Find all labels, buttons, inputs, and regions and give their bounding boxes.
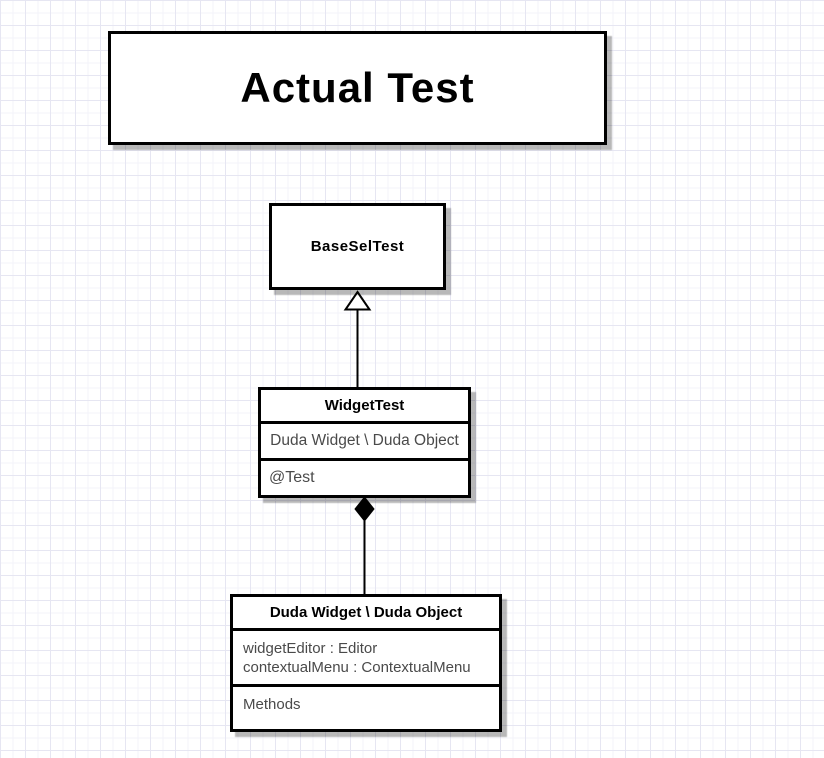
generalization-edge[interactable] <box>343 290 372 389</box>
attribute-line: contextualMenu : ContextualMenu <box>243 658 471 676</box>
class-name-label: BaseSelTest <box>310 238 405 255</box>
compartment-text: Duda Widget \ Duda Object <box>270 432 459 449</box>
attribute-line: widgetEditor : Editor <box>243 639 378 657</box>
compartment-reference[interactable]: Duda Widget \ Duda Object <box>261 421 468 458</box>
composition-edge[interactable] <box>354 496 375 596</box>
composition-diamond-icon[interactable] <box>354 496 375 522</box>
title-box[interactable]: Actual Test <box>108 31 607 145</box>
class-node-baseseltest[interactable]: BaseSelTest <box>269 203 446 290</box>
compartment-text: Methods <box>243 696 301 713</box>
compartment-attributes[interactable]: widgetEditor : Editor contextualMenu : C… <box>233 628 499 684</box>
class-node-widgettest[interactable]: WidgetTest Duda Widget \ Duda Object @Te… <box>258 387 471 498</box>
class-name-label: Duda Widget \ Duda Object <box>269 604 463 621</box>
diagram-title: Actual Test <box>240 64 475 111</box>
class-node-duda-widget[interactable]: Duda Widget \ Duda Object widgetEditor :… <box>230 594 502 732</box>
class-name-label: WidgetTest <box>324 397 405 414</box>
compartment-text: @Test <box>269 469 315 486</box>
compartment-annotation[interactable]: @Test <box>261 458 468 495</box>
generalization-triangle-icon[interactable] <box>343 290 372 311</box>
compartment-methods[interactable]: Methods <box>233 684 499 729</box>
